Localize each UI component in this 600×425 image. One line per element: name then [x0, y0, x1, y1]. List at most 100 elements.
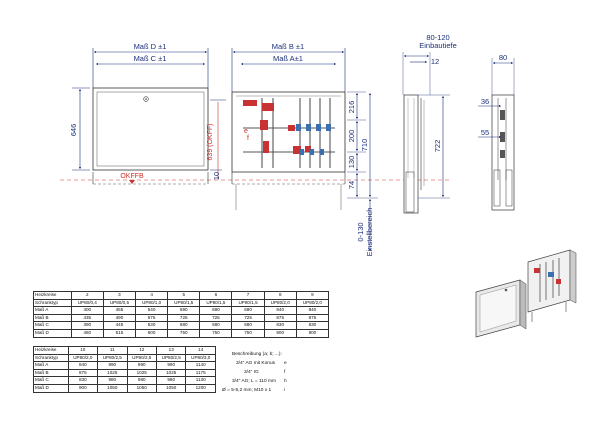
table-cell: UP80/0,4	[70, 298, 104, 308]
legend-key: h	[284, 379, 287, 384]
table-cell: 690	[199, 306, 233, 315]
manifold-components	[243, 100, 311, 154]
table-cell: Maß B	[33, 313, 72, 323]
dim-mass-c-label: Maß C ±1	[134, 54, 167, 63]
table-header-cell: 2	[70, 291, 104, 300]
table-cell: 390	[70, 321, 104, 330]
table-row: Maß A 840 990 990 990 1140	[33, 361, 216, 370]
table-cell: Maß D	[33, 383, 69, 393]
table-cell: Maß D	[33, 328, 72, 338]
table-cell: UP80/2,0	[263, 298, 297, 308]
okffb-label: OKFFB	[120, 173, 144, 180]
table-row: Schranktyp UP80/2,0 UP80/2,5 UP80/2,5 UP…	[33, 353, 216, 363]
table-header-cell: 7	[231, 291, 265, 300]
table-cell: 490	[102, 313, 137, 323]
table-header-cell: 13	[155, 346, 187, 355]
table-row: Maß C 830 980 980 980 1130	[33, 376, 216, 385]
legend-title: Beschreibung (a; b; ...):	[232, 352, 282, 357]
table-cell: 1140	[185, 361, 216, 370]
table-header-row: Heizkreise 10 11 12 13 14	[33, 346, 216, 355]
table-cell: 680	[167, 321, 201, 330]
table-row: Maß D 460 515 600 750 750 750 900 900	[33, 328, 330, 338]
dim-0-130-label: 0-130	[356, 222, 365, 241]
dim-639-label: 639 (OKFF)	[207, 124, 214, 161]
table-cell: 840	[67, 361, 99, 370]
table-cell: 990	[97, 361, 128, 370]
dim-mass-a-label: Maß A±1	[273, 54, 303, 63]
dim-130-label: 130	[347, 156, 356, 169]
table-header-cell: 14	[185, 346, 216, 355]
legend-text: 3/4" AG; L = 110 mm	[232, 379, 276, 384]
table-header-cell: 8	[263, 291, 297, 300]
table-cell: 1175	[185, 368, 216, 378]
dim-710-label: 710	[360, 139, 369, 152]
marker-e: e	[244, 128, 248, 135]
table-header-cell: 5	[167, 291, 201, 300]
table-cell: 875	[295, 313, 330, 323]
side-view: 80-120 Einbautiefe 12 722	[402, 33, 457, 214]
table-cell: 1050	[97, 383, 128, 393]
table-row: Maß D 900 1050 1050 1050 1200	[33, 383, 216, 393]
table-row: Maß B 875 1025 1025 1025 1175	[33, 368, 216, 378]
table-cell: UP80/2,0	[295, 298, 330, 308]
table-cell: 830	[295, 321, 330, 330]
table-header-cell: 10	[67, 346, 99, 355]
table-cell: 455	[102, 306, 137, 315]
dim-80-label: 80	[499, 53, 507, 62]
table-header-cell: 4	[135, 291, 169, 300]
table-cell: 400	[70, 306, 104, 315]
dim-216-label: 216	[347, 101, 356, 114]
table-cell: 980	[155, 376, 187, 385]
table-cell: 1050	[126, 383, 157, 393]
table-cell: Maß B	[33, 368, 69, 378]
table-cell: UP80/2,0	[67, 353, 99, 363]
cabinet-door	[96, 91, 205, 167]
side-view-manifold: 80 36 55	[478, 53, 515, 211]
table-cell: Maß A	[33, 306, 72, 315]
table-cell: UP80/2,5	[126, 353, 157, 363]
table-header-cell: Heizkreise	[33, 291, 72, 300]
table-cell: 900	[295, 328, 330, 338]
table-cell: 980	[126, 376, 157, 385]
table-cell: 980	[97, 376, 128, 385]
product-photo-open-cabinet	[527, 249, 577, 322]
table-cell: UP80/3,0	[185, 353, 216, 363]
table-cell: UP80/1,5	[167, 298, 201, 308]
table-header-cell: Heizkreise	[33, 346, 69, 355]
table-cell: 1200	[185, 383, 216, 393]
table-header-row: Heizkreise 2 3 4 5 6 7 8 9	[33, 291, 330, 300]
table-cell: 900	[67, 383, 99, 393]
table-cell: 830	[263, 321, 297, 330]
einbautiefe-label: Einbautiefe	[419, 41, 457, 50]
table-cell: 435	[70, 313, 104, 323]
table-header-cell: 11	[97, 346, 128, 355]
table-cell: 875	[67, 368, 99, 378]
table-cell: Schranktyp	[33, 298, 72, 308]
dimensions-table-1: Heizkreise 2 3 4 5 6 7 8 9 Schranktyp UP…	[33, 291, 330, 338]
table-cell: 750	[231, 328, 265, 338]
table-cell: 900	[263, 328, 297, 338]
table-cell: 990	[126, 361, 157, 370]
product-photo-closed-cabinet	[475, 279, 527, 338]
table-cell: 575	[135, 313, 169, 323]
table-cell: 680	[199, 321, 233, 330]
table-cell: 725	[167, 313, 201, 323]
table-cell: Maß C	[33, 321, 72, 330]
table-cell: 830	[67, 376, 99, 385]
table-row: Maß B 435 490 575 725 725 725 875 875	[33, 313, 330, 323]
table-cell: UP80/1,5	[231, 298, 265, 308]
table-cell: 600	[135, 328, 169, 338]
table-cell: UP80/0,5	[102, 298, 137, 308]
table-cell: 725	[231, 313, 265, 323]
dim-mass-b-label: Maß B ±1	[272, 42, 304, 51]
table-header-cell: 12	[126, 346, 157, 355]
table-cell: Schranktyp	[33, 353, 69, 363]
einstellbereich-label: Einstellbereich	[365, 208, 374, 257]
table-cell: 1130	[185, 376, 216, 385]
legend-text: Ø = 5-5,2 mm; M10 x 1	[222, 388, 272, 393]
dim-722-label: 722	[433, 140, 442, 153]
dim-mass-d-label: Maß D ±1	[134, 42, 167, 51]
table-cell: UP80/1,5	[199, 298, 233, 308]
table-header-cell: 3	[102, 291, 137, 300]
